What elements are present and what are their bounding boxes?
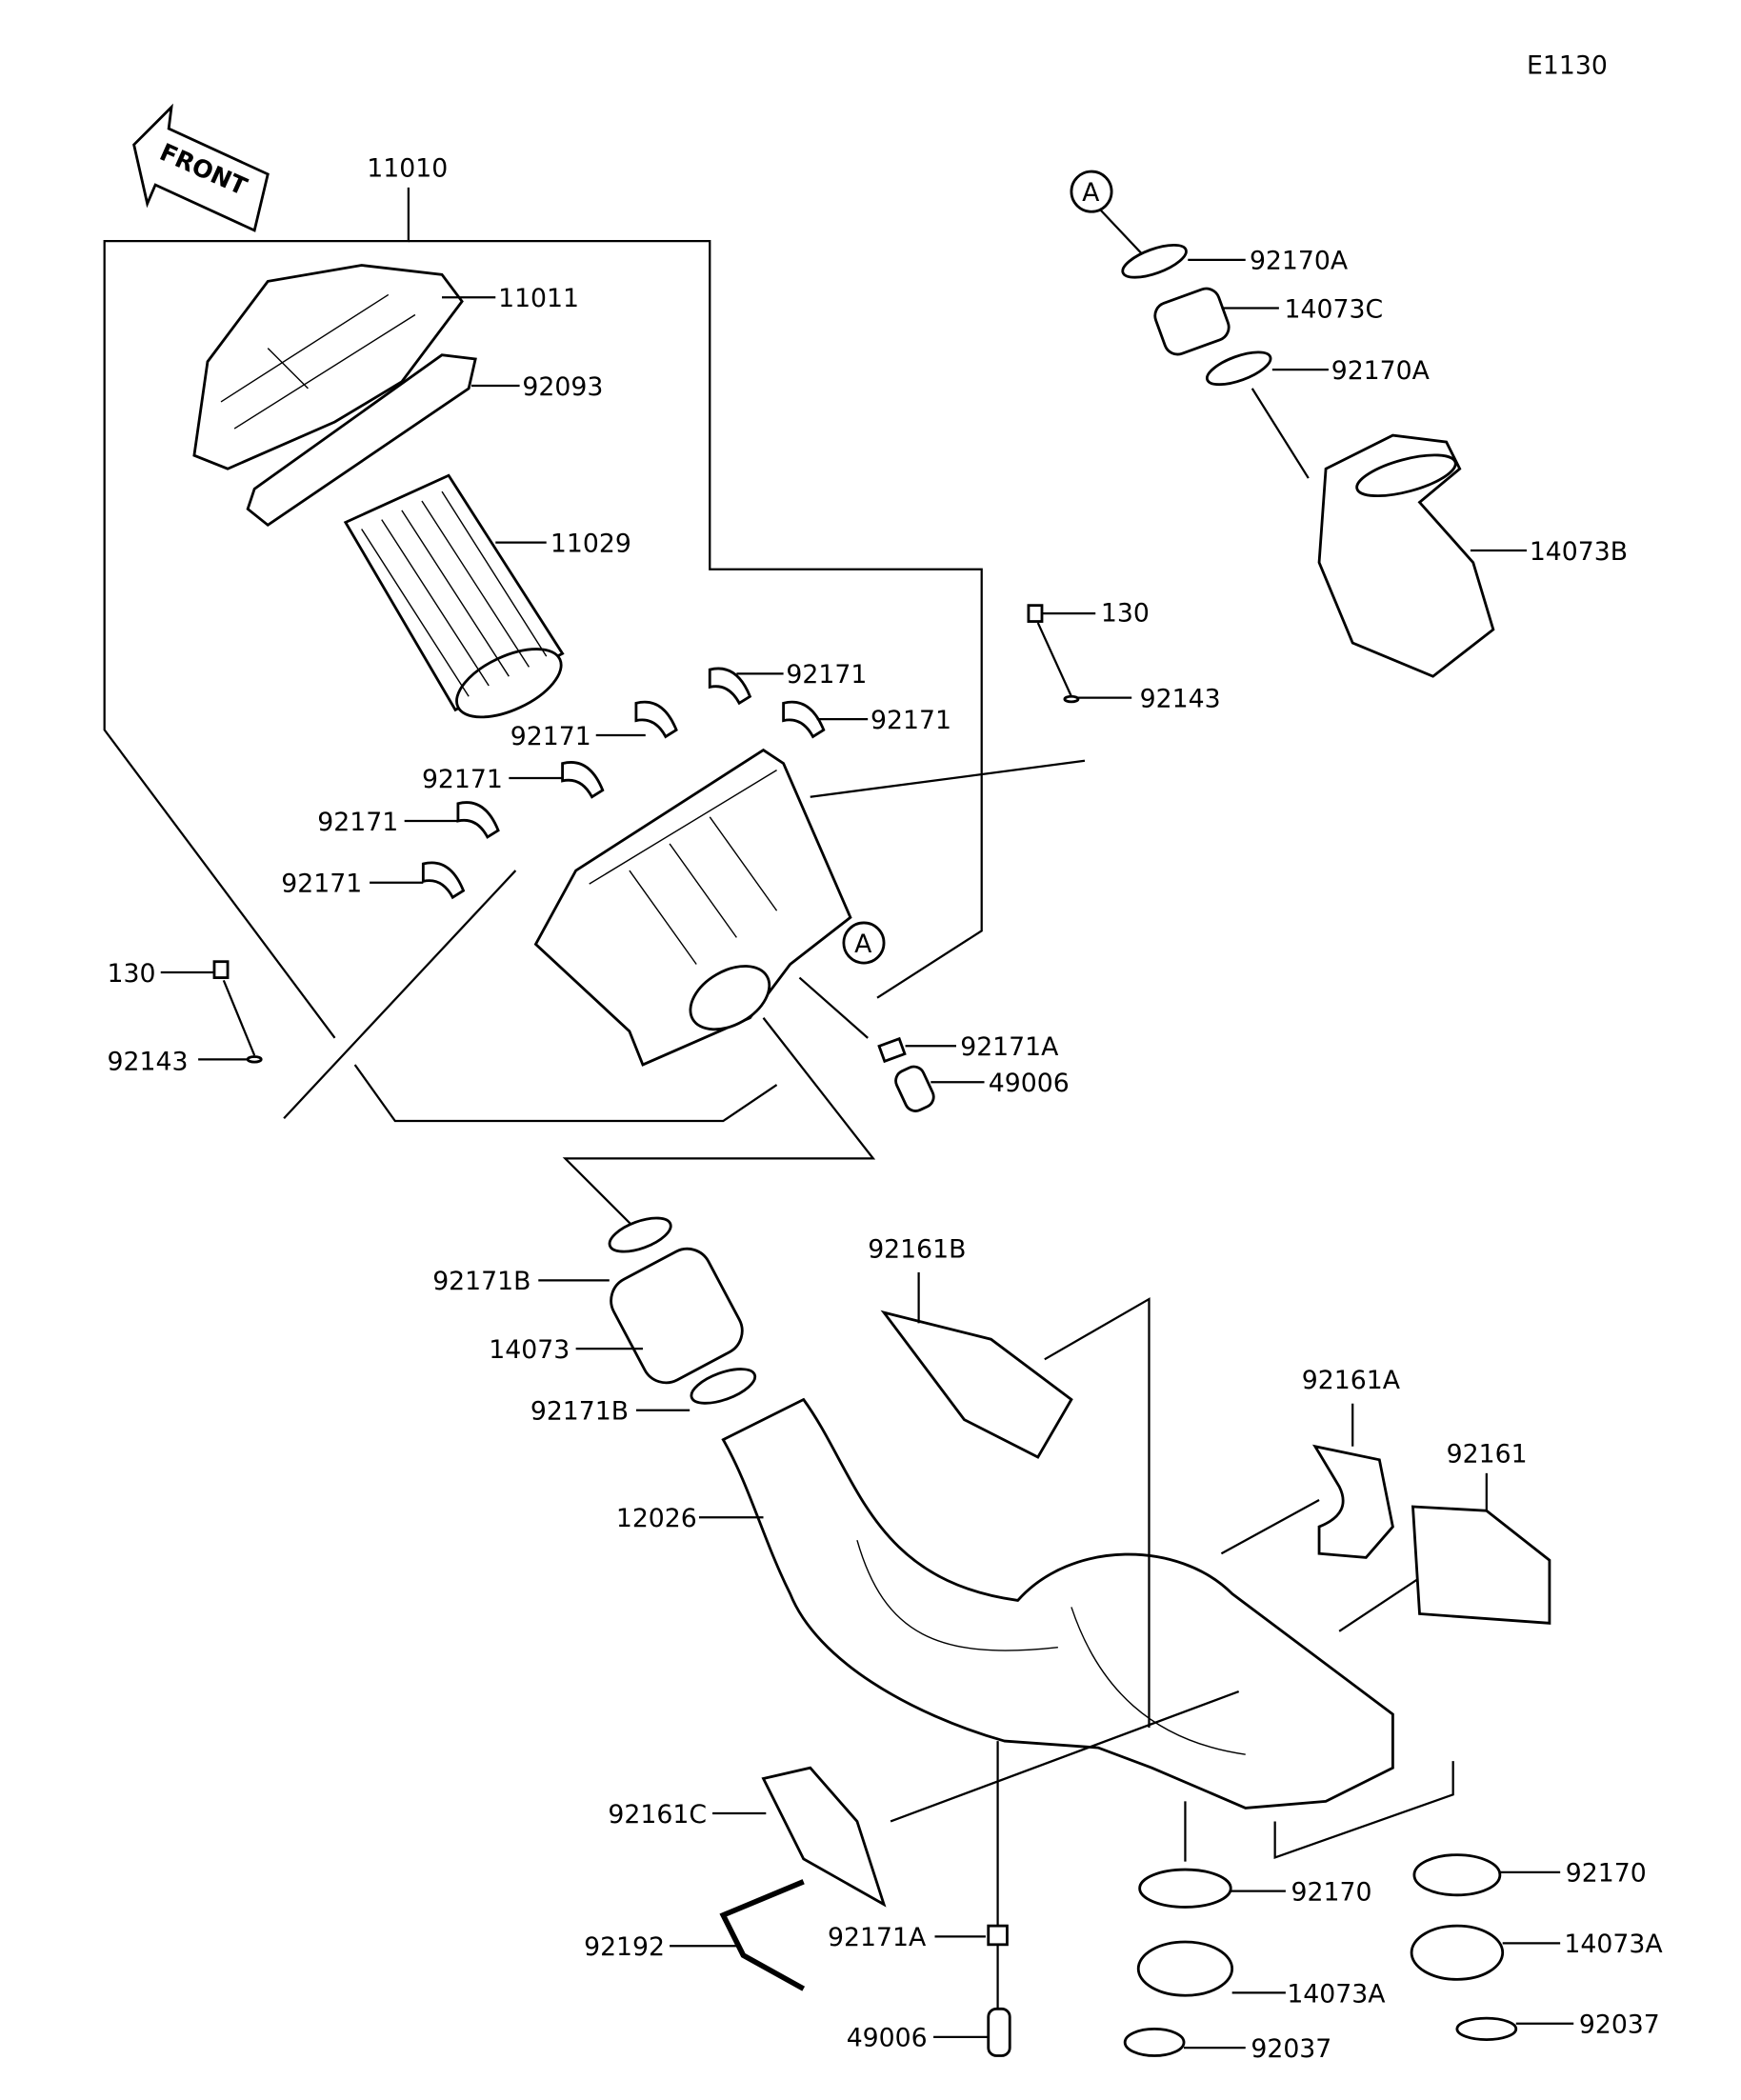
label-92161B: 92161B [868,1234,966,1264]
part-49006-upper [877,1036,985,1112]
label-92171: 92171 [870,706,951,735]
svg-text:A: A [1082,178,1100,208]
label-92170A: 92170A [1331,356,1431,386]
label-92093: 92093 [522,372,603,402]
label-11010: 11010 [367,154,448,184]
heat-shields [712,1271,1551,1908]
label-14073A: 14073A [1564,1930,1663,1959]
label-14073: 14073 [489,1335,570,1365]
ref-marker-a [842,921,886,965]
label-49006: 49006 [847,2024,928,2053]
label-92170A: 92170A [1250,247,1349,276]
label-92161: 92161 [1447,1440,1528,1470]
airbox-housing [283,748,1086,1247]
label-92161C: 92161C [608,1800,707,1830]
front-arrow-icon: FRONT [132,103,270,232]
label-92171A: 92171A [828,1923,927,1952]
label-92143: 92143 [107,1048,188,1077]
bolt-130-right [1027,604,1132,704]
part-14073B-duct [1317,433,1528,678]
label-49006: 49006 [989,1069,1070,1098]
label-92171: 92171 [422,765,503,794]
ref-marker-a-label: A [854,930,872,959]
assembly-bracket-11010 [103,187,983,1123]
label-92170: 92170 [1566,1859,1647,1889]
label-92037: 92037 [1251,2034,1331,2064]
label-130: 130 [107,959,155,989]
label-11029: 11029 [550,529,631,558]
lower-clamps [1123,1853,1574,2057]
part-92192-hose [670,1879,806,1991]
part-14073-boot [538,1216,757,1411]
part-92093-gasket [246,353,520,528]
ref-marker-a-top [1070,170,1113,213]
part-12026-duct [699,1297,1454,1862]
label-92171: 92171 [317,808,398,837]
part-11011-cover [192,264,496,470]
label-14073A: 14073A [1287,1979,1386,2009]
clips-92171 [370,667,869,900]
label-12026: 12026 [616,1504,697,1533]
label-92171: 92171 [510,722,591,751]
diagram-code: E1130 [1527,50,1608,80]
label-92171B: 92171B [530,1397,629,1427]
label-14073B: 14073B [1530,537,1628,567]
label-11011: 11011 [498,284,579,313]
label-14073C: 14073C [1285,294,1384,324]
label-92170: 92170 [1291,1877,1372,1907]
label-92171B: 92171B [432,1267,530,1296]
part-labels: 11010 11011 92093 11029 92171 92171 9217… [107,154,1663,2064]
label-92161A: 92161A [1302,1366,1401,1395]
bolt-130-left [160,960,263,1064]
label-92171A: 92171A [960,1032,1059,1062]
label-92171: 92171 [786,660,867,690]
label-92171: 92171 [281,870,362,899]
part-14073C-group [1121,243,1329,479]
part-11029-filter [343,473,565,719]
label-130: 130 [1101,599,1150,629]
lower-drain-49006 [933,1741,1011,2057]
label-92037: 92037 [1579,2010,1660,2040]
label-92192: 92192 [584,1932,665,1962]
label-92143: 92143 [1140,685,1221,714]
